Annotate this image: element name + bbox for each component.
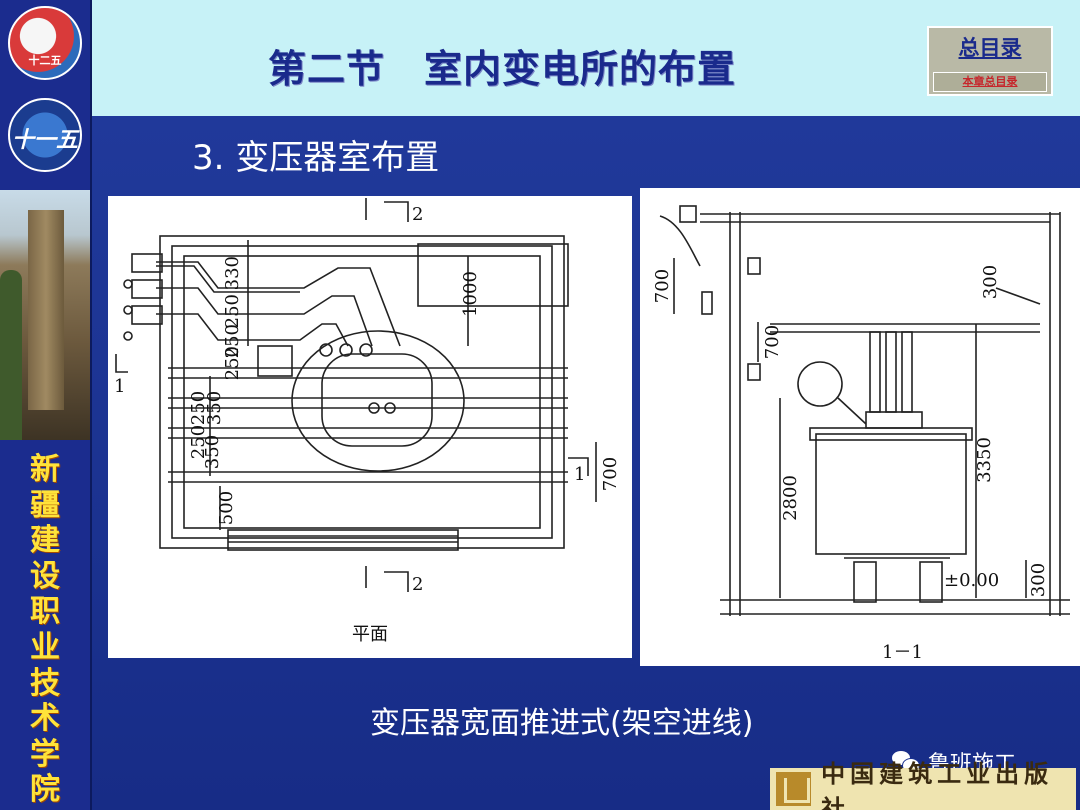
- school-char: 学: [30, 736, 60, 772]
- left-sidebar: 十二五 十一五 新 疆 建 设 职 业 技 术 学 院: [0, 0, 92, 810]
- school-char: 术: [30, 701, 60, 737]
- section-view-drawing: 700 700 300 2800 3350 300 ±0.00 1－1: [640, 188, 1080, 666]
- section-view-svg: 700 700 300 2800 3350 300 ±0.00: [652, 205, 1070, 616]
- dim-3350: 3350: [974, 437, 995, 483]
- publisher-name: 中国建筑工业出版社: [821, 759, 1054, 810]
- eleventh-five-year-logo: 十一五: [8, 98, 82, 172]
- school-name-vertical: 新 疆 建 设 职 业 技 术 学 院: [0, 452, 90, 808]
- school-char: 技: [30, 665, 60, 701]
- dim-250: 250: [222, 346, 243, 380]
- plan-view-caption: 平面: [352, 624, 388, 645]
- publisher-logo-icon: [776, 772, 812, 806]
- slide-header: 第二节 室内变电所的布置 总目录 本章总目录: [92, 0, 1080, 116]
- dim-2800: 2800: [780, 475, 801, 521]
- dim-330: 330: [222, 256, 243, 290]
- section-mark-2-top: 2: [412, 204, 423, 225]
- dim-250: 250: [188, 425, 209, 459]
- dim-350: 350: [204, 391, 225, 425]
- dim-300: 300: [980, 265, 1001, 299]
- school-char: 职: [30, 594, 60, 630]
- school-char: 业: [30, 629, 60, 665]
- slide-content: 3. 变压器室布置: [92, 116, 1080, 810]
- twelfth-five-year-logo: 十二五: [8, 6, 82, 80]
- school-char: 设: [30, 558, 60, 594]
- dim-250: 250: [188, 391, 209, 425]
- school-char: 建: [30, 523, 60, 559]
- logo1-text: 十二五: [28, 54, 62, 67]
- slide-caption: 变压器宽面推进式(架空进线): [370, 706, 754, 741]
- section-mark-1-right: 1: [574, 464, 585, 485]
- section-mark-2-bottom: 2: [412, 574, 423, 595]
- section-view-caption: 1－1: [882, 642, 923, 663]
- navigation-box: 总目录 本章总目录: [927, 26, 1053, 96]
- publisher-bar: 中国建筑工业出版社: [770, 759, 1076, 810]
- dim-500: 500: [216, 491, 237, 525]
- dim-700: 700: [652, 269, 673, 303]
- school-char: 疆: [30, 487, 60, 523]
- dim-700: 700: [762, 325, 783, 359]
- dim-1000: 1000: [460, 271, 481, 317]
- school-char: 新: [30, 452, 60, 487]
- plan-view-svg: 330 250 250 250 1000 250 350 250 350 500…: [114, 198, 621, 595]
- main-contents-link[interactable]: 总目录: [958, 35, 1022, 60]
- section-mark-1-left: 1: [114, 376, 125, 397]
- dim-700: 700: [600, 457, 621, 491]
- dim-350: 350: [202, 435, 223, 469]
- level-mark: ±0.00: [944, 570, 999, 591]
- school-char: 院: [30, 772, 60, 808]
- photo-tower: [28, 210, 64, 410]
- plan-view-drawing: 330 250 250 250 1000 250 350 250 350 500…: [108, 196, 632, 658]
- dim-300: 300: [1028, 563, 1049, 597]
- chapter-contents-link[interactable]: 本章总目录: [933, 72, 1047, 92]
- dim-250: 250: [222, 324, 243, 358]
- dim-250: 250: [222, 294, 243, 328]
- section-heading: 3. 变压器室布置: [192, 138, 440, 178]
- photo-tree: [0, 270, 22, 440]
- slide-title: 第二节 室内变电所的布置: [268, 46, 737, 91]
- campus-building-photo: [0, 190, 90, 440]
- logo2-text: 十一五: [11, 128, 78, 153]
